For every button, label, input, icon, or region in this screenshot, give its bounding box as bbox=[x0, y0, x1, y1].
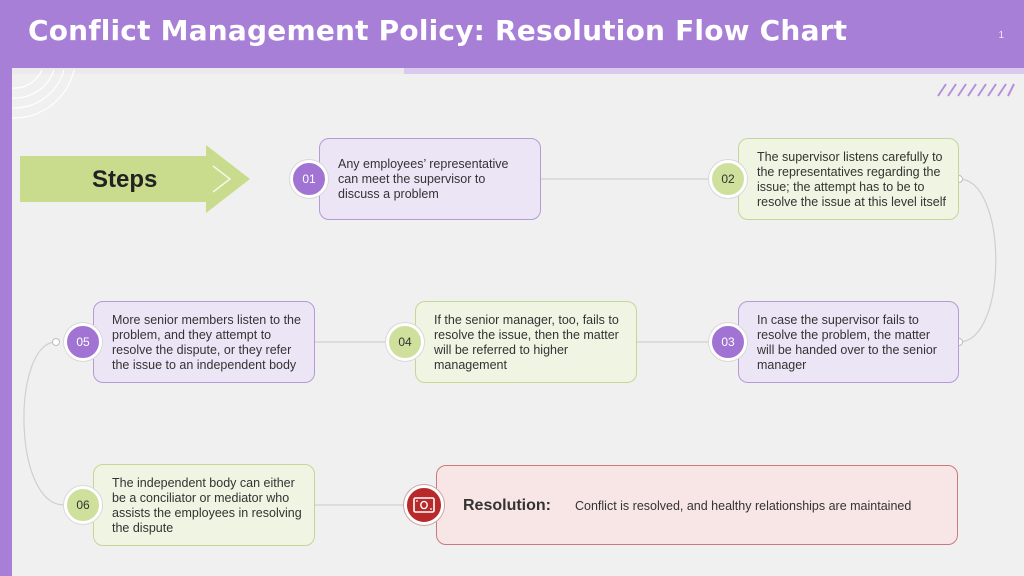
title-bar: Conflict Management Policy: Resolution F… bbox=[0, 0, 1024, 68]
resolution-text: Conflict is resolved, and healthy relati… bbox=[575, 499, 912, 513]
slash-decoration bbox=[937, 83, 1015, 97]
steps-label: Steps bbox=[92, 166, 158, 193]
step-04-box: If the senior manager, too, fails to res… bbox=[415, 301, 637, 383]
step-03-box: In case the supervisor fails to resolve … bbox=[738, 301, 959, 383]
header-underline-accent bbox=[404, 68, 1024, 74]
step-04-text: If the senior manager, too, fails to res… bbox=[434, 313, 619, 372]
step-05-text: More senior members listen to the proble… bbox=[112, 313, 301, 372]
steps-arrow bbox=[20, 145, 250, 213]
step-02-badge: 02 bbox=[709, 160, 747, 198]
step-02-text: The supervisor listens carefully to the … bbox=[757, 150, 946, 209]
corner-arcs-decoration bbox=[11, 69, 75, 119]
money-bill-icon bbox=[404, 485, 444, 525]
step-06-box: The independent body can either be a con… bbox=[93, 464, 315, 546]
step-01-text: Any employees’ representative can meet t… bbox=[338, 157, 509, 201]
step-03-badge: 03 bbox=[709, 323, 747, 361]
resolution-box: Resolution: Conflict is resolved, and he… bbox=[436, 465, 958, 545]
step-05-badge: 05 bbox=[64, 323, 102, 361]
step-05-box: More senior members listen to the proble… bbox=[93, 301, 315, 383]
step-06-text: The independent body can either be a con… bbox=[112, 476, 302, 535]
step-03-text: In case the supervisor fails to resolve … bbox=[757, 313, 937, 372]
page-title: Conflict Management Policy: Resolution F… bbox=[28, 14, 848, 47]
step-06-badge: 06 bbox=[64, 486, 102, 524]
step-01-box: Any employees’ representative can meet t… bbox=[319, 138, 541, 220]
flow-connectors bbox=[23, 178, 997, 506]
page-number: 1 bbox=[998, 30, 1004, 41]
step-02-box: The supervisor listens carefully to the … bbox=[738, 138, 959, 220]
left-accent-band bbox=[0, 68, 12, 576]
step-01-badge: 01 bbox=[290, 160, 328, 198]
step-04-badge: 04 bbox=[386, 323, 424, 361]
resolution-label: Resolution: bbox=[463, 497, 551, 514]
